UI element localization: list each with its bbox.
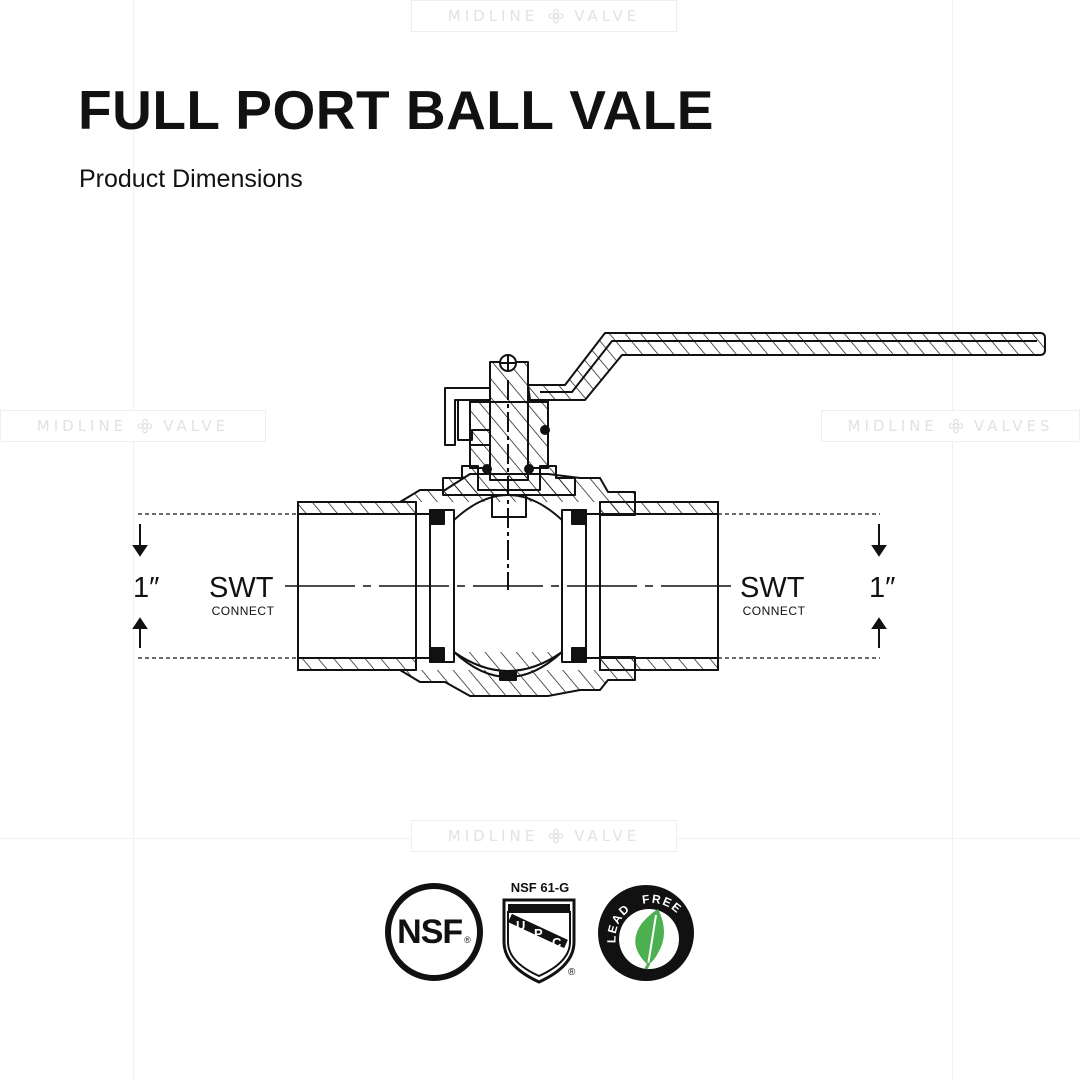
watermark-top: MIDLINE VALVE bbox=[411, 0, 677, 32]
watermark-right: MIDLINE VALVES bbox=[821, 410, 1080, 442]
watermark-text: MIDLINE bbox=[847, 417, 938, 435]
upc-letter-p: P bbox=[534, 926, 543, 941]
arrow-down-icon bbox=[132, 524, 148, 557]
flower-icon bbox=[137, 418, 153, 434]
grid-line bbox=[133, 0, 134, 1080]
nsf-label: NSF bbox=[397, 912, 463, 951]
registered-mark: ® bbox=[464, 935, 471, 945]
flower-icon bbox=[548, 828, 564, 844]
grid-line bbox=[952, 0, 953, 1080]
registered-mark: ® bbox=[568, 967, 576, 978]
watermark-left: MIDLINE VALVE bbox=[0, 410, 266, 442]
shield-icon: U P C ® bbox=[502, 898, 576, 984]
watermark-text: VALVE bbox=[574, 827, 641, 845]
page-subtitle: Product Dimensions bbox=[79, 165, 303, 193]
nsf-badge: NSF ® bbox=[385, 883, 483, 981]
dimension-lines bbox=[138, 513, 880, 659]
flower-icon bbox=[948, 418, 964, 434]
watermark-text: VALVE bbox=[163, 417, 230, 435]
watermark-text: VALVE bbox=[574, 7, 641, 25]
left-connection-label: SWT bbox=[209, 572, 274, 604]
handle-lever bbox=[527, 332, 1046, 401]
watermark-text: MIDLINE bbox=[36, 417, 128, 435]
watermark-text: MIDLINE bbox=[447, 7, 539, 25]
arrow-down-icon bbox=[871, 524, 887, 557]
watermark-bottom: MIDLINE VALVE bbox=[411, 820, 677, 852]
page-title: FULL PORT BALL VALE bbox=[78, 79, 714, 141]
upc-badge: NSF 61-G U P C ® bbox=[496, 880, 586, 984]
upc-letter-c: C bbox=[552, 935, 562, 950]
right-size-label: 1″ bbox=[869, 572, 895, 604]
lead-free-icon: LEAD FREE bbox=[598, 885, 694, 981]
right-connection-sub: CONNECT bbox=[743, 604, 806, 618]
watermark-text: VALVES bbox=[973, 417, 1054, 435]
arrow-up-icon bbox=[871, 617, 887, 648]
leaf-icon bbox=[635, 909, 664, 970]
watermark-text: MIDLINE bbox=[447, 827, 539, 845]
arrow-up-icon bbox=[132, 617, 148, 648]
left-connection-sub: CONNECT bbox=[212, 604, 275, 618]
upc-standard: NSF 61-G bbox=[510, 880, 570, 895]
lead-free-badge: LEAD FREE bbox=[596, 883, 696, 983]
left-size-label: 1″ bbox=[133, 572, 159, 604]
right-connection-label: SWT bbox=[740, 572, 805, 604]
flower-icon bbox=[548, 8, 564, 24]
upc-letter-u: U bbox=[516, 918, 525, 933]
